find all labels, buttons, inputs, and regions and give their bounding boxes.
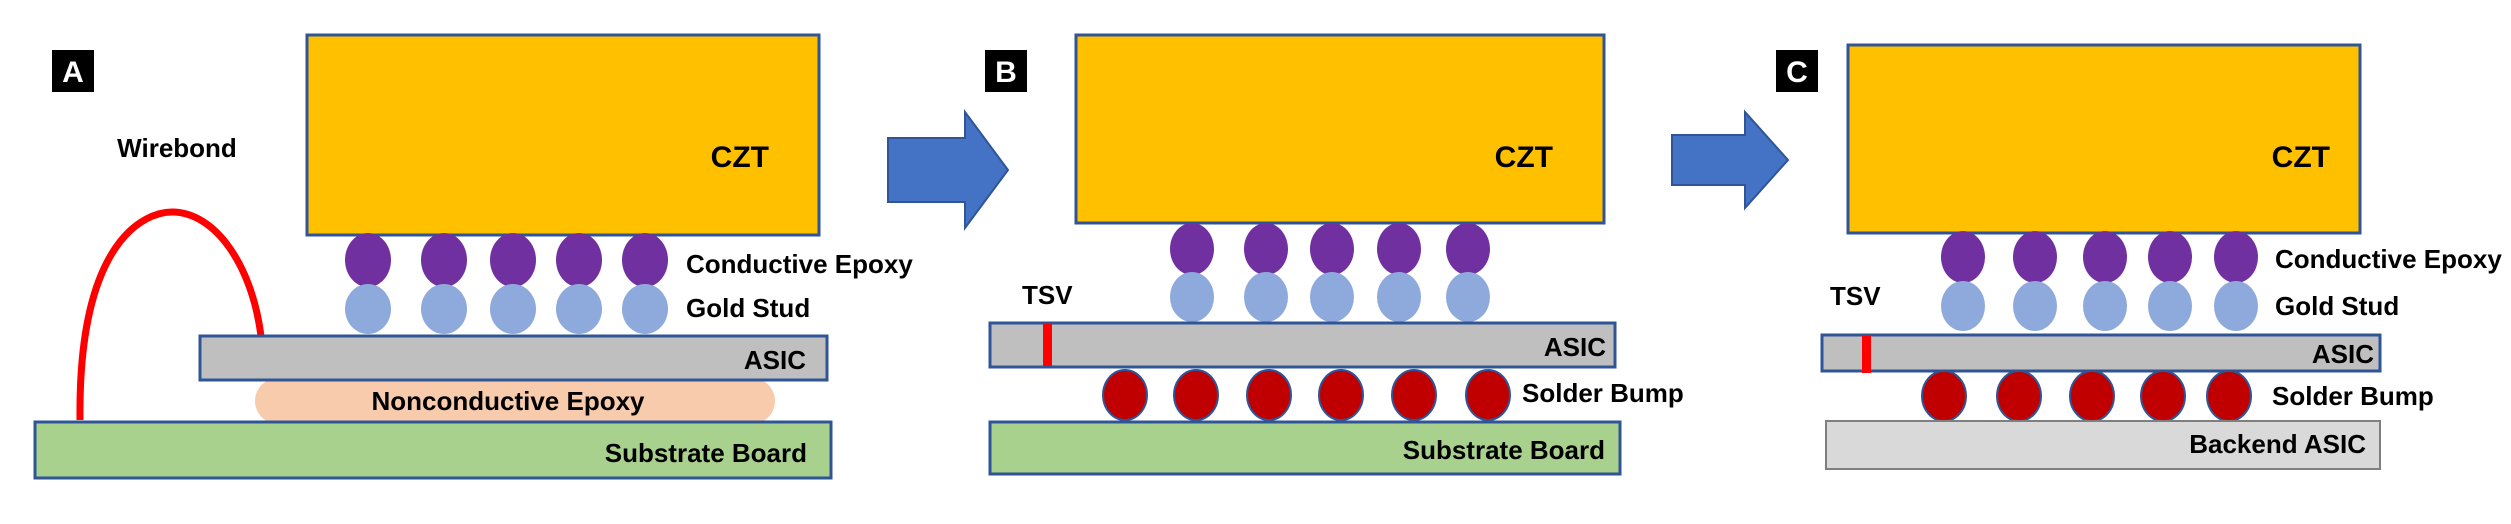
conductive-epoxy-bump	[490, 233, 536, 287]
gold-stud	[345, 284, 391, 334]
gold-stud	[556, 284, 602, 334]
conductive-epoxy-bump	[2013, 231, 2057, 283]
conductive-epoxy-bump	[1377, 223, 1421, 275]
panel-a-conductive-epoxy-label: Conductive Epoxy	[686, 249, 913, 279]
panel-b-substrate-board	[988, 420, 1622, 476]
panel-a-asic-label: ASIC	[744, 345, 806, 375]
arrow-a-to-b	[887, 108, 1010, 232]
panel-a-gold-stud-label: Gold Stud	[686, 293, 810, 323]
gold-stud	[1446, 272, 1490, 322]
solder-bump	[2140, 370, 2186, 422]
panel-b-tsv-label: TSV	[1022, 280, 1073, 310]
panel-b-gold-stud-row	[1170, 272, 1490, 322]
solder-bump	[1318, 369, 1364, 421]
panel-a-gold-stud-row	[345, 284, 668, 334]
solder-bump	[1246, 369, 1292, 421]
panel-a: A CZT Wirebond Conductive Epoxy Gold Stu…	[33, 33, 913, 480]
panel-c-backend-asic-label: Backend ASIC	[2189, 429, 2366, 459]
panel-b-asic	[988, 321, 1617, 369]
panel-c-tsv	[1862, 336, 1871, 373]
panel-c-conductive-epoxy-label: Conductive Epoxy	[2275, 244, 2502, 274]
panel-a-czt-label: CZT	[711, 141, 769, 174]
panel-c-backend-asic	[1825, 420, 2381, 470]
conductive-epoxy-bump	[622, 233, 668, 287]
conductive-epoxy-bump	[556, 233, 602, 287]
gold-stud	[2148, 281, 2192, 331]
panel-a-wirebond-label: Wirebond	[117, 133, 237, 163]
panel-a-nonconductive-epoxy-label: Nonconductive Epoxy	[371, 386, 645, 416]
panel-b-letter: B	[995, 56, 1017, 89]
panel-c-asic	[1820, 333, 2382, 373]
panel-c-solder-bump-label: Solder Bump	[2272, 381, 2434, 411]
panel-b-letter-box	[985, 50, 1027, 92]
panel-a-wirebond-wire	[76, 208, 265, 421]
conductive-epoxy-bump	[421, 233, 467, 287]
solder-bump	[2206, 370, 2252, 422]
gold-stud	[2214, 281, 2258, 331]
gold-stud	[622, 284, 668, 334]
conductive-epoxy-bump	[1941, 231, 1985, 283]
gold-stud	[490, 284, 536, 334]
gold-stud	[1170, 272, 1214, 322]
panel-b-substrate-label: Substrate Board	[1403, 435, 1605, 465]
panel-c-czt-label: CZT	[2272, 141, 2330, 174]
gold-stud	[1310, 272, 1354, 322]
conductive-epoxy-bump	[2148, 231, 2192, 283]
panel-c-conductive-epoxy-row	[1941, 231, 2258, 283]
solder-bump	[1465, 369, 1511, 421]
panel-c-gold-stud-label: Gold Stud	[2275, 291, 2399, 321]
gold-stud	[421, 284, 467, 334]
panel-a-conductive-epoxy-row	[345, 233, 668, 287]
panel-b-solder-bump-label: Solder Bump	[1522, 378, 1684, 408]
conductive-epoxy-bump	[2214, 231, 2258, 283]
conductive-epoxy-bump	[1170, 223, 1214, 275]
panel-c-asic-label: ASIC	[2312, 339, 2374, 369]
conductive-epoxy-bump	[1244, 223, 1288, 275]
solder-bump	[1102, 369, 1148, 421]
panel-b-tsv	[1043, 324, 1052, 366]
gold-stud	[1244, 272, 1288, 322]
solder-bump	[2069, 370, 2115, 422]
arrow-b-to-c	[1671, 109, 1790, 211]
solder-bump	[1996, 370, 2042, 422]
panel-a-asic	[198, 334, 829, 382]
gold-stud	[2083, 281, 2127, 331]
conductive-epoxy-bump	[345, 233, 391, 287]
panel-b: B CZT TSV ASIC Solder B	[985, 33, 1684, 476]
panel-a-substrate-label: Substrate Board	[605, 438, 807, 468]
panel-c: C CZT Conductive Epoxy Gold Stud TSV ASI…	[1776, 43, 2502, 470]
conductive-epoxy-bump	[1310, 223, 1354, 275]
panel-a-letter: A	[62, 56, 84, 89]
panel-c-solder-bump-row	[1921, 370, 2252, 422]
panel-c-gold-stud-row	[1941, 281, 2258, 331]
conductive-epoxy-bump	[2083, 231, 2127, 283]
gold-stud	[1377, 272, 1421, 322]
panel-c-letter: C	[1786, 56, 1808, 89]
panel-c-czt	[1846, 43, 2362, 235]
solder-bump	[1391, 369, 1437, 421]
panel-b-czt-label: CZT	[1495, 141, 1553, 174]
gold-stud	[2013, 281, 2057, 331]
panel-b-solder-bump-row	[1102, 369, 1511, 421]
panel-a-czt	[305, 33, 821, 237]
panel-c-letter-box	[1776, 50, 1818, 92]
conductive-epoxy-bump	[1446, 223, 1490, 275]
panel-a-letter-box	[52, 50, 94, 92]
panel-a-nonconductive-epoxy	[255, 378, 775, 424]
solder-bump	[1921, 370, 1967, 422]
panel-b-czt	[1074, 33, 1606, 225]
panel-b-asic-label: ASIC	[1544, 332, 1606, 362]
panel-a-substrate-board	[33, 420, 833, 480]
gold-stud	[1941, 281, 1985, 331]
panel-c-tsv-label: TSV	[1830, 281, 1881, 311]
panel-b-conductive-epoxy-row	[1170, 223, 1490, 275]
solder-bump	[1173, 369, 1219, 421]
